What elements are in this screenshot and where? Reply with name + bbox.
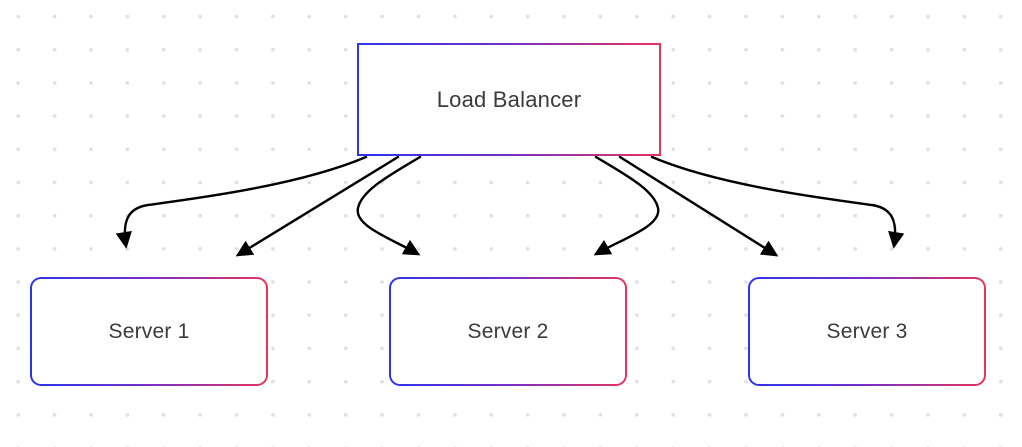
node-load-balancer[interactable]: Load Balancer bbox=[357, 43, 661, 156]
node-server-3-label: Server 3 bbox=[826, 320, 908, 343]
edge-lb-server3-a bbox=[618, 155, 779, 257]
edge-lb-server2-b bbox=[593, 155, 660, 256]
edge-lb-server1-b bbox=[235, 155, 400, 257]
edge-lb-server3-b bbox=[650, 155, 905, 249]
node-server-1-label: Server 1 bbox=[108, 320, 190, 343]
edge-lb-server1-a bbox=[115, 155, 368, 249]
node-server-3[interactable]: Server 3 bbox=[748, 277, 986, 386]
edge-lb-server2-a bbox=[356, 155, 422, 256]
node-server-2[interactable]: Server 2 bbox=[389, 277, 627, 386]
node-load-balancer-label: Load Balancer bbox=[436, 86, 582, 112]
node-server-1[interactable]: Server 1 bbox=[30, 277, 268, 386]
node-server-2-label: Server 2 bbox=[467, 320, 549, 343]
